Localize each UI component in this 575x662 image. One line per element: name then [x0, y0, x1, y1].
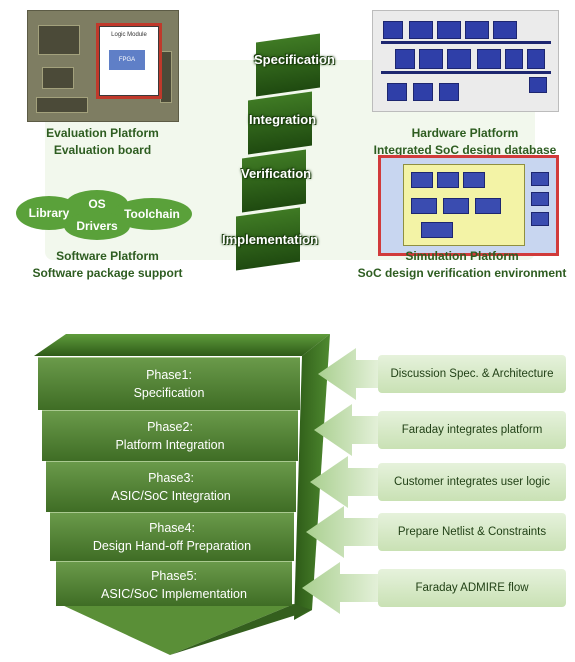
fpga-label: FPGA [109, 50, 145, 70]
input-discussion-spec: Discussion Spec. & Architecture [378, 355, 566, 393]
phase-5-title: Phase5: [151, 569, 197, 583]
software-platform-subtitle: Software package support [32, 266, 183, 280]
phase-4-block: Phase4: Design Hand-off Preparation [50, 512, 294, 561]
phase-5-block: Phase5: ASIC/SoC Implementation [56, 561, 292, 606]
simulation-platform-title: Simulation Platform [405, 249, 519, 263]
phase-1-block: Phase1: Specification [38, 357, 300, 410]
fpga-module: Logic Module FPGA [96, 23, 162, 99]
hardware-platform-title: Hardware Platform [411, 126, 519, 140]
flow-step-implementation: Implementation [222, 232, 319, 247]
phase-5-subtitle: ASIC/SoC Implementation [101, 587, 247, 601]
phase-2-title: Phase2: [147, 420, 193, 434]
drivers-bubble: Drivers [64, 212, 130, 240]
software-platform-title: Software Platform [56, 249, 159, 263]
evaluation-platform-caption: Evaluation Platform Evaluation board [20, 125, 185, 159]
phase-2-subtitle: Platform Integration [115, 438, 225, 452]
flow-step-verification: Verification [241, 166, 312, 181]
evaluation-platform-title: Evaluation Platform [46, 126, 159, 140]
phase-4-subtitle: Design Hand-off Preparation [92, 539, 252, 553]
phase-3-title: Phase3: [148, 471, 194, 485]
evaluation-platform-subtitle: Evaluation board [53, 143, 152, 157]
simulation-platform-caption: Simulation Platform SoC design verificat… [352, 248, 572, 282]
phase-2-block: Phase2: Platform Integration [42, 410, 298, 461]
toolchain-bubble: Toolchain [112, 198, 192, 230]
hardware-platform-subtitle: Integrated SoC design database [373, 143, 557, 157]
phase-4-title: Phase4: [149, 521, 195, 535]
flow-step-specification: Specification [254, 52, 335, 67]
phase-1-subtitle: Specification [133, 386, 205, 400]
input-prepare-netlist: Prepare Netlist & Constraints [378, 513, 566, 551]
phase-3-subtitle: ASIC/SoC Integration [111, 489, 231, 503]
input-faraday-integrates: Faraday integrates platform [378, 411, 566, 449]
input-arrows [302, 348, 378, 614]
simulation-platform-subtitle: SoC design verification environment [357, 266, 567, 280]
logic-module-label: Logic Module [111, 32, 147, 38]
software-platform-caption: Software Platform Software package suppo… [15, 248, 200, 282]
phase-1-title: Phase1: [146, 368, 192, 382]
hardware-platform-caption: Hardware Platform Integrated SoC design … [360, 125, 570, 159]
input-customer-integrates: Customer integrates user logic [378, 463, 566, 501]
simulation-platform-diagram [378, 155, 559, 256]
input-admire-flow: Faraday ADMIRE flow [378, 569, 566, 607]
flow-step-integration: Integration [249, 112, 317, 127]
phase-3-block: Phase3: ASIC/SoC Integration [46, 461, 296, 512]
evaluation-board-image: Logic Module FPGA [27, 10, 179, 122]
hardware-platform-diagram [372, 10, 559, 112]
